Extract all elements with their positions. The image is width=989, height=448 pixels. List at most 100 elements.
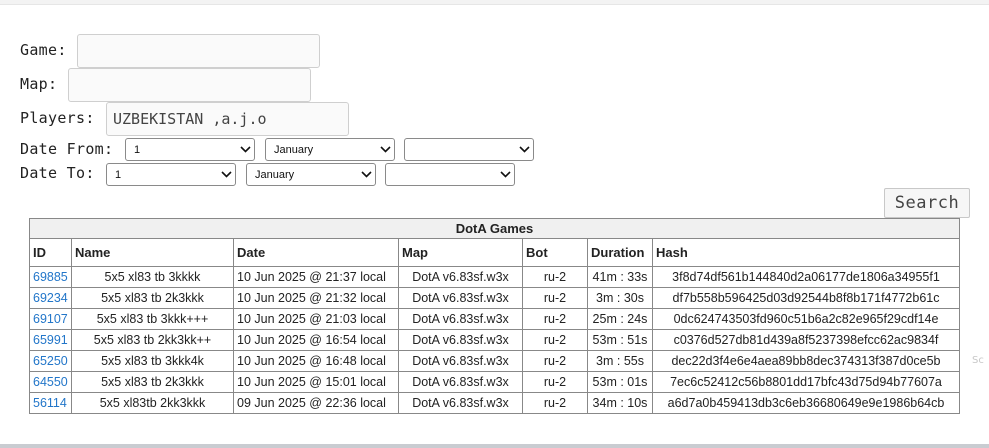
col-header-date: Date xyxy=(233,238,399,267)
game-id-link[interactable]: 65250 xyxy=(33,354,68,368)
game-label: Game: xyxy=(20,41,67,59)
cell-hash: c0376d527db81d439a8f5237398efcc62ac9834f xyxy=(652,329,960,351)
cell-duration: 3m : 30s xyxy=(587,287,653,309)
date-to-year-select[interactable] xyxy=(385,163,515,186)
date-to-day-select[interactable]: 1 xyxy=(106,163,236,186)
cell-bot: ru-2 xyxy=(522,350,588,372)
col-header-id: ID xyxy=(29,238,72,267)
chevron-down-icon xyxy=(236,139,254,160)
games-table: DotA Games ID Name Date Map Bot Duration… xyxy=(29,218,960,414)
cell-name: 5x5 xl83 tb 2k3kkk xyxy=(71,371,234,393)
cell-map: DotA v6.83sf.w3x xyxy=(398,392,523,414)
cell-name: 5x5 xl83 tb 3kkk+++ xyxy=(71,308,234,330)
cell-duration: 41m : 33s xyxy=(587,266,653,288)
cell-date: 09 Jun 2025 @ 22:36 local xyxy=(233,392,399,414)
cell-date: 10 Jun 2025 @ 16:48 local xyxy=(233,350,399,372)
cell-hash: 3f8d74df561b144840d2a06177de1806a34955f1 xyxy=(652,266,960,288)
date-to-month-value: January xyxy=(255,168,295,181)
col-header-name: Name xyxy=(71,238,234,267)
cell-hash: 7ec6c52412c56b8801dd17bfc43d75d94b77607a xyxy=(652,371,960,393)
game-id-link[interactable]: 69107 xyxy=(33,312,68,326)
chevron-down-icon xyxy=(217,164,235,185)
cell-map: DotA v6.83sf.w3x xyxy=(398,329,523,351)
cell-map: DotA v6.83sf.w3x xyxy=(398,350,523,372)
cell-bot: ru-2 xyxy=(522,371,588,393)
date-from-day-select[interactable]: 1 xyxy=(125,138,255,161)
players-label: Players: xyxy=(20,109,95,127)
date-from-label: Date From: xyxy=(20,140,114,158)
cell-hash: 0dc624743503fd960c51b6a2c82e965f29cdf14e xyxy=(652,308,960,330)
cell-name: 5x5 xl83 tb 2k3kkk xyxy=(71,287,234,309)
cell-hash: dec22d3f4e6e4aea89bb8dec374313f387d0ce5b xyxy=(652,350,960,372)
date-from-month-select[interactable]: January xyxy=(265,138,395,161)
bottom-border xyxy=(0,444,989,448)
cell-id: 64550 xyxy=(29,371,72,393)
game-id-link[interactable]: 65991 xyxy=(33,333,68,347)
map-label: Map: xyxy=(20,75,58,93)
col-header-duration: Duration xyxy=(587,238,653,267)
cell-name: 5x5 xl83 tb 3kkkk xyxy=(71,266,234,288)
cell-hash: df7b558b596425d03d92544b8f8b171f4772b61c xyxy=(652,287,960,309)
cell-date: 10 Jun 2025 @ 16:54 local xyxy=(233,329,399,351)
chevron-down-icon xyxy=(376,139,394,160)
cell-duration: 34m : 10s xyxy=(587,392,653,414)
cell-map: DotA v6.83sf.w3x xyxy=(398,308,523,330)
cell-duration: 3m : 55s xyxy=(587,350,653,372)
search-button[interactable]: Search xyxy=(884,188,970,218)
cell-id: 69885 xyxy=(29,266,72,288)
cell-map: DotA v6.83sf.w3x xyxy=(398,287,523,309)
cell-date: 10 Jun 2025 @ 15:01 local xyxy=(233,371,399,393)
cell-date: 10 Jun 2025 @ 21:32 local xyxy=(233,287,399,309)
side-text-fragment: Sc xyxy=(972,355,984,366)
cell-name: 5x5 xl83 tb 2kk3kk++ xyxy=(71,329,234,351)
cell-name: 5x5 xl83 tb 3kkk4k xyxy=(71,350,234,372)
game-id-link[interactable]: 69885 xyxy=(33,270,68,284)
cell-bot: ru-2 xyxy=(522,287,588,309)
col-header-map: Map xyxy=(398,238,523,267)
cell-id: 69107 xyxy=(29,308,72,330)
cell-bot: ru-2 xyxy=(522,392,588,414)
cell-id: 69234 xyxy=(29,287,72,309)
cell-id: 56114 xyxy=(29,392,72,414)
date-from-year-select[interactable] xyxy=(404,138,534,161)
date-to-day-value: 1 xyxy=(115,168,122,181)
chevron-down-icon xyxy=(357,164,375,185)
date-from-month-value: January xyxy=(274,143,314,156)
cell-bot: ru-2 xyxy=(522,329,588,351)
date-to-month-select[interactable]: January xyxy=(246,163,376,186)
col-header-hash: Hash xyxy=(652,238,960,267)
chevron-down-icon xyxy=(515,139,533,160)
chevron-down-icon xyxy=(496,164,514,185)
cell-date: 10 Jun 2025 @ 21:03 local xyxy=(233,308,399,330)
game-input[interactable] xyxy=(77,34,320,68)
cell-name: 5x5 xl83tb 2kk3kkk xyxy=(71,392,234,414)
game-id-link[interactable]: 56114 xyxy=(33,396,67,410)
map-input[interactable] xyxy=(68,68,311,102)
cell-id: 65250 xyxy=(29,350,72,372)
date-to-label: Date To: xyxy=(20,164,95,182)
cell-bot: ru-2 xyxy=(522,308,588,330)
players-input[interactable] xyxy=(106,102,349,136)
cell-duration: 53m : 51s xyxy=(587,329,653,351)
cell-map: DotA v6.83sf.w3x xyxy=(398,371,523,393)
cell-map: DotA v6.83sf.w3x xyxy=(398,266,523,288)
table-caption: DotA Games xyxy=(29,218,960,239)
cell-id: 65991 xyxy=(29,329,72,351)
date-from-day-value: 1 xyxy=(134,143,141,156)
col-header-bot: Bot xyxy=(522,238,588,267)
cell-hash: a6d7a0b459413db3c6eb36680649e9e1986b64cb xyxy=(652,392,960,414)
cell-duration: 25m : 24s xyxy=(587,308,653,330)
cell-date: 10 Jun 2025 @ 21:37 local xyxy=(233,266,399,288)
game-id-link[interactable]: 64550 xyxy=(33,375,68,389)
game-id-link[interactable]: 69234 xyxy=(33,291,68,305)
cell-bot: ru-2 xyxy=(522,266,588,288)
top-strip xyxy=(0,0,989,5)
cell-duration: 53m : 01s xyxy=(587,371,653,393)
